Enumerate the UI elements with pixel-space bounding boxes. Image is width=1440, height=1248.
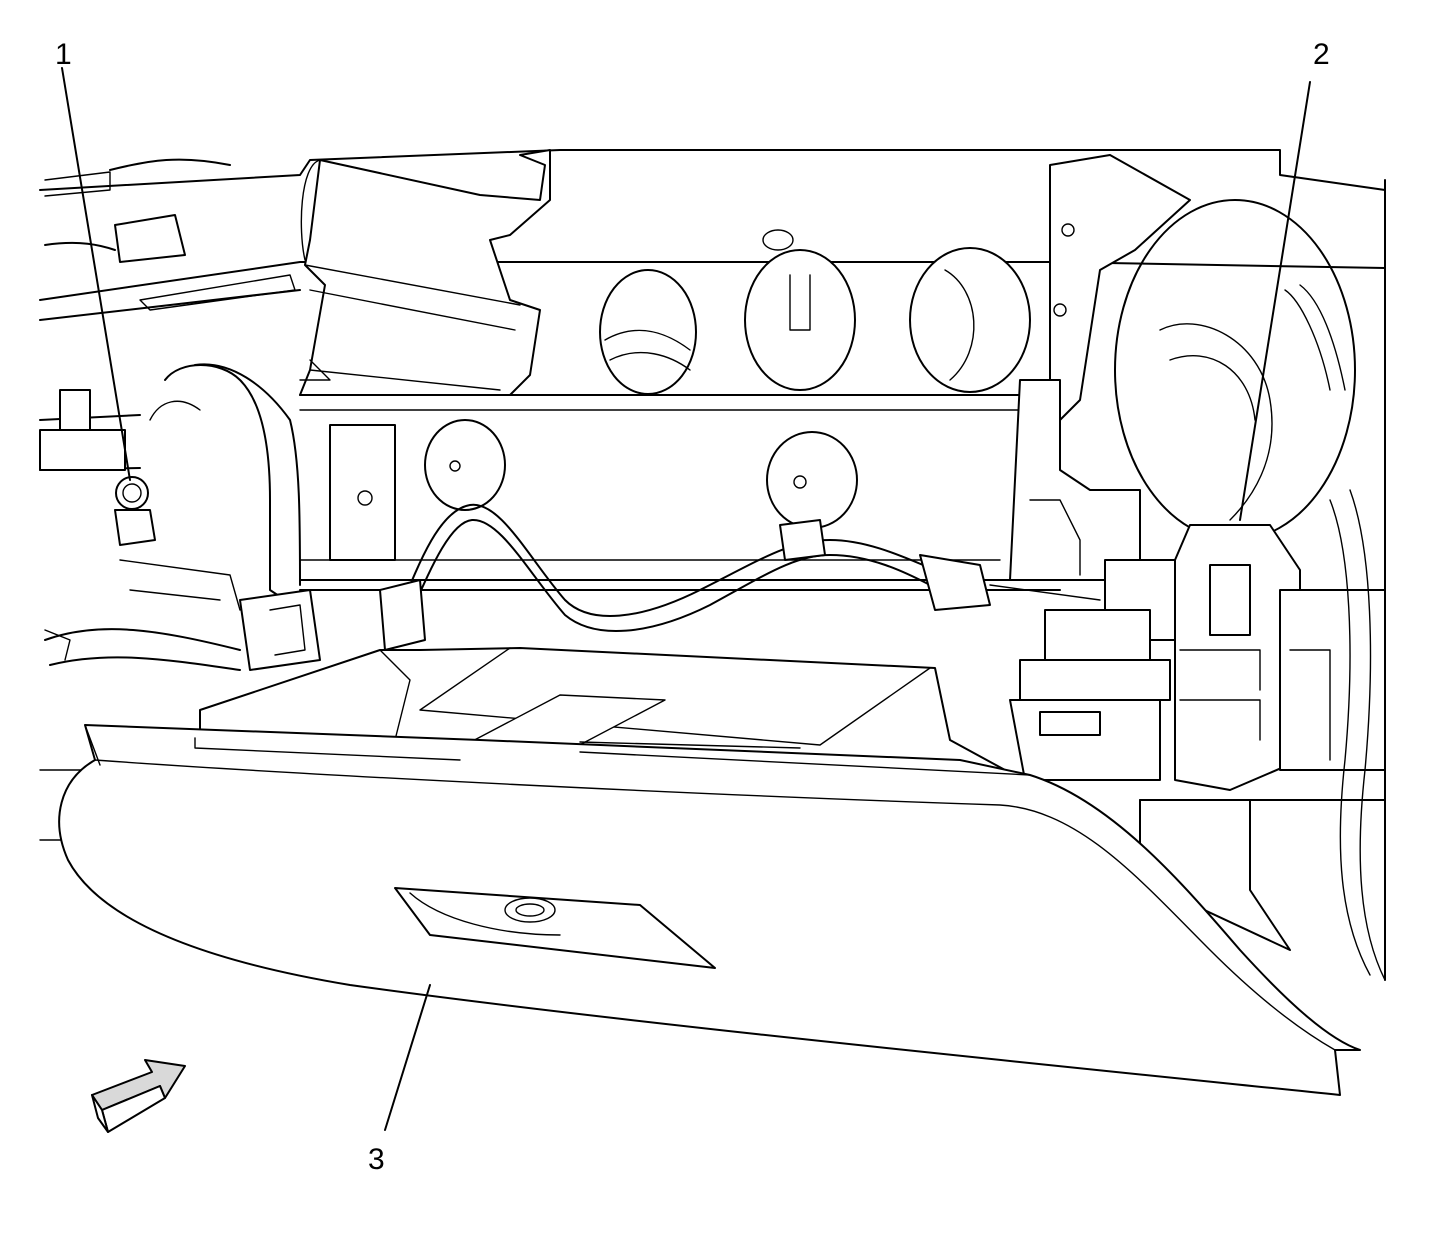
callout-3: 3 bbox=[368, 1143, 385, 1176]
left-wiring-harness bbox=[39, 158, 321, 671]
leader-lines bbox=[61, 67, 1311, 1131]
callout-1-leader bbox=[61, 67, 131, 481]
callout-1: 1 bbox=[55, 38, 72, 71]
glove-box-bolt bbox=[114, 476, 241, 611]
center-wiring-harness bbox=[379, 503, 1101, 651]
callout-2-leader bbox=[1239, 81, 1311, 521]
glove-box-door bbox=[58, 724, 1361, 1096]
view-direction-arrow-icon bbox=[91, 1059, 186, 1133]
right-support-bracket bbox=[1009, 154, 1191, 581]
mounting-bosses bbox=[329, 419, 858, 561]
module-connector-block bbox=[1009, 284, 1386, 981]
callout-2: 2 bbox=[1313, 38, 1330, 71]
duct-openings bbox=[599, 229, 1031, 395]
right-duct-opening bbox=[1114, 199, 1356, 541]
heater-duct-housing bbox=[299, 149, 551, 396]
callout-3-leader bbox=[384, 984, 431, 1131]
